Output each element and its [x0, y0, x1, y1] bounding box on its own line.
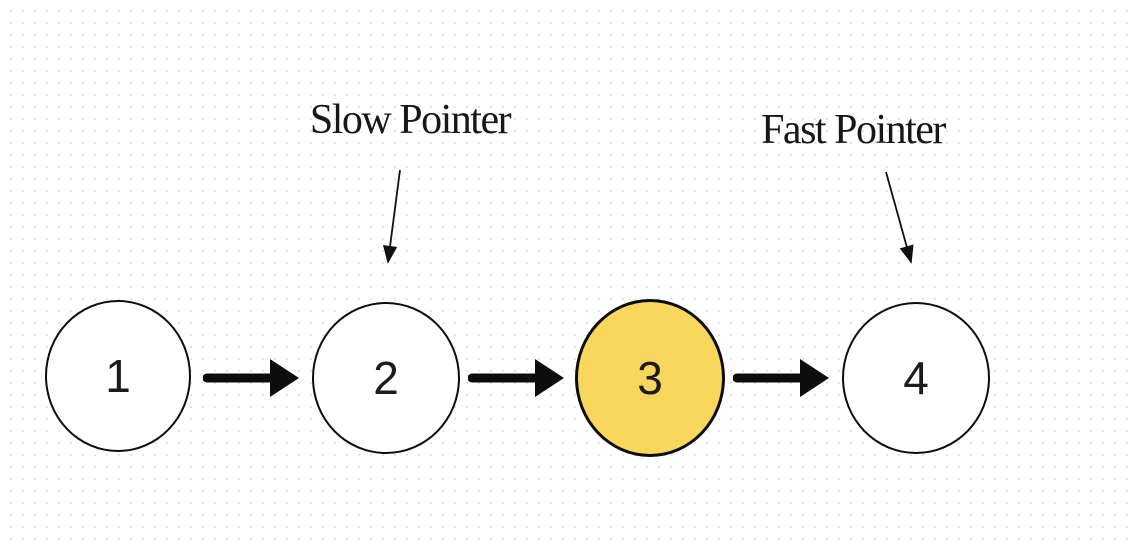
fast-pointer-label: Fast Pointer — [761, 107, 946, 153]
node-value: 3 — [637, 352, 663, 404]
list-node-3: 3 — [575, 299, 725, 457]
list-node-4: 4 — [842, 302, 990, 454]
node-value: 1 — [105, 350, 131, 402]
link-arrow-1-2-icon — [203, 359, 299, 397]
list-node-2: 2 — [312, 302, 460, 454]
node-value: 4 — [903, 352, 929, 404]
list-node-1: 1 — [45, 300, 191, 452]
slow-pointer-label: Slow Pointer — [309, 97, 512, 143]
slow-pointer-arrow-icon — [382, 169, 401, 264]
fast-pointer-arrow-icon — [885, 171, 914, 264]
link-arrow-3-4-icon — [733, 359, 829, 397]
node-value: 2 — [373, 352, 399, 404]
link-arrow-2-3-icon — [468, 359, 564, 397]
